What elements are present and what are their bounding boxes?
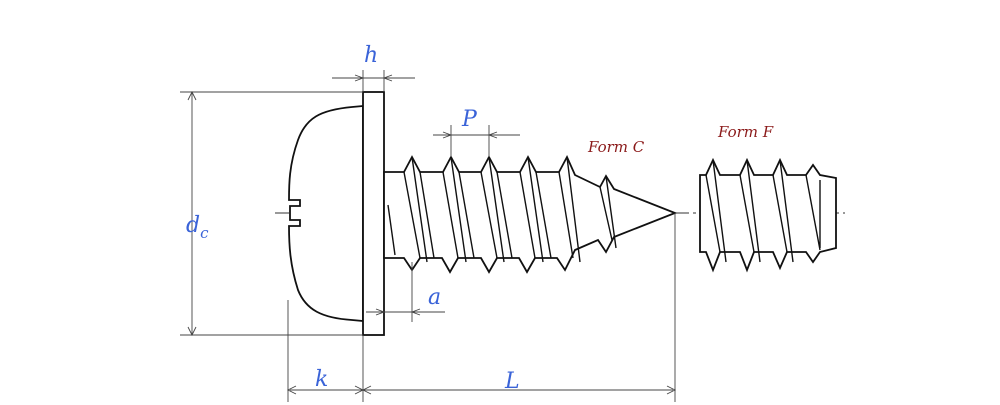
label-dc: dc [186, 213, 209, 242]
dimension-lines [187, 74, 677, 395]
label-h: h [364, 43, 378, 68]
label-p: P [461, 107, 478, 132]
label-k: k [315, 367, 328, 392]
label-subscript-c: c [200, 224, 209, 242]
form-f-tip [699, 157, 837, 273]
threaded-shank [383, 154, 678, 274]
label-form-c: Form C [587, 138, 645, 156]
screw-head [288, 105, 364, 322]
extension-lines [180, 70, 676, 402]
label-form-f: Form F [717, 123, 774, 141]
washer-flange [362, 91, 385, 336]
form-f-thread-flanks [705, 159, 821, 263]
label-a: a [428, 285, 441, 310]
label-d: d [186, 213, 200, 238]
thread-flanks [387, 156, 617, 263]
label-l: L [504, 369, 520, 394]
